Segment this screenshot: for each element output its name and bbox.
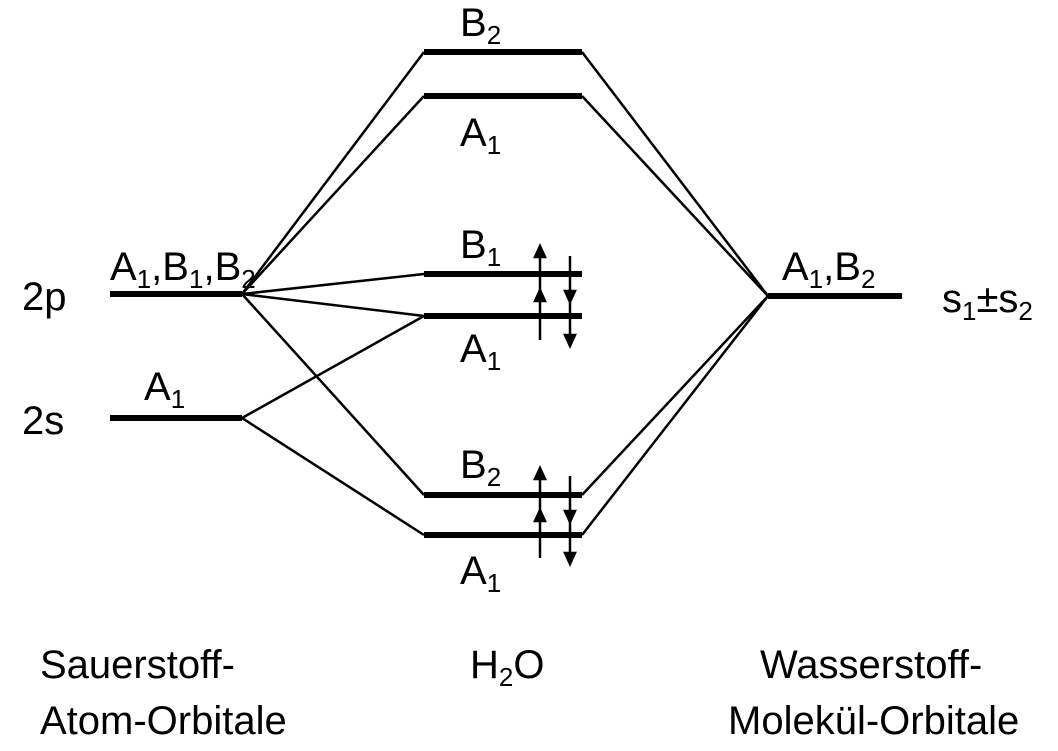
caption-h2o: H2O xyxy=(470,643,544,692)
mo-label-b2-top: B2 xyxy=(460,1,501,50)
o-2s-symmetry: A1 xyxy=(144,365,185,414)
line-2p-to-b2-low xyxy=(241,293,425,496)
energy-levels xyxy=(110,49,902,538)
line-2p-to-a1-mid xyxy=(241,292,425,318)
o-2p-label: 2p xyxy=(22,275,67,319)
electron-pairs xyxy=(533,242,577,568)
o-2s-label: 2s xyxy=(22,399,64,443)
mo-label-a1-mid: A1 xyxy=(460,327,501,376)
caption-hydrogen-line2: Molekül-Orbitale xyxy=(728,699,1019,743)
electron-pair-b2-low xyxy=(533,464,577,526)
h-combination-label: s1±s2 xyxy=(942,277,1033,326)
mo-label-b1: B1 xyxy=(460,223,501,272)
electron-pair-b1 xyxy=(533,242,577,306)
electron-pair-a1-mid xyxy=(533,286,577,350)
line-2p-to-a1-upper xyxy=(241,95,425,295)
h-group-symmetry: A1,B2 xyxy=(782,245,875,294)
electron-pair-a1-low xyxy=(533,506,577,568)
mo-label-a1-low: A1 xyxy=(460,549,501,598)
caption-oxygen-line2: Atom-Orbitale xyxy=(40,699,287,743)
line-h-to-a1-low xyxy=(581,295,769,536)
line-2s-to-a1-mid xyxy=(241,314,425,420)
correlation-lines xyxy=(241,51,769,537)
mo-label-b2-low: B2 xyxy=(460,443,501,492)
line-2p-to-b2-top xyxy=(241,51,425,295)
line-2s-to-a1-low xyxy=(241,416,425,537)
line-h-to-b2-low xyxy=(581,295,769,496)
mo-label-a1-upper: A1 xyxy=(460,111,501,160)
o-2p-symmetry: A1,B1,B2 xyxy=(110,245,256,294)
line-h-to-b2-top xyxy=(581,51,769,297)
line-h-to-a1-upper xyxy=(581,95,769,297)
caption-hydrogen-line1: Wasserstoff- xyxy=(760,643,982,687)
caption-oxygen-line1: Sauerstoff- xyxy=(40,643,235,687)
line-2p-to-b1 xyxy=(241,272,425,296)
